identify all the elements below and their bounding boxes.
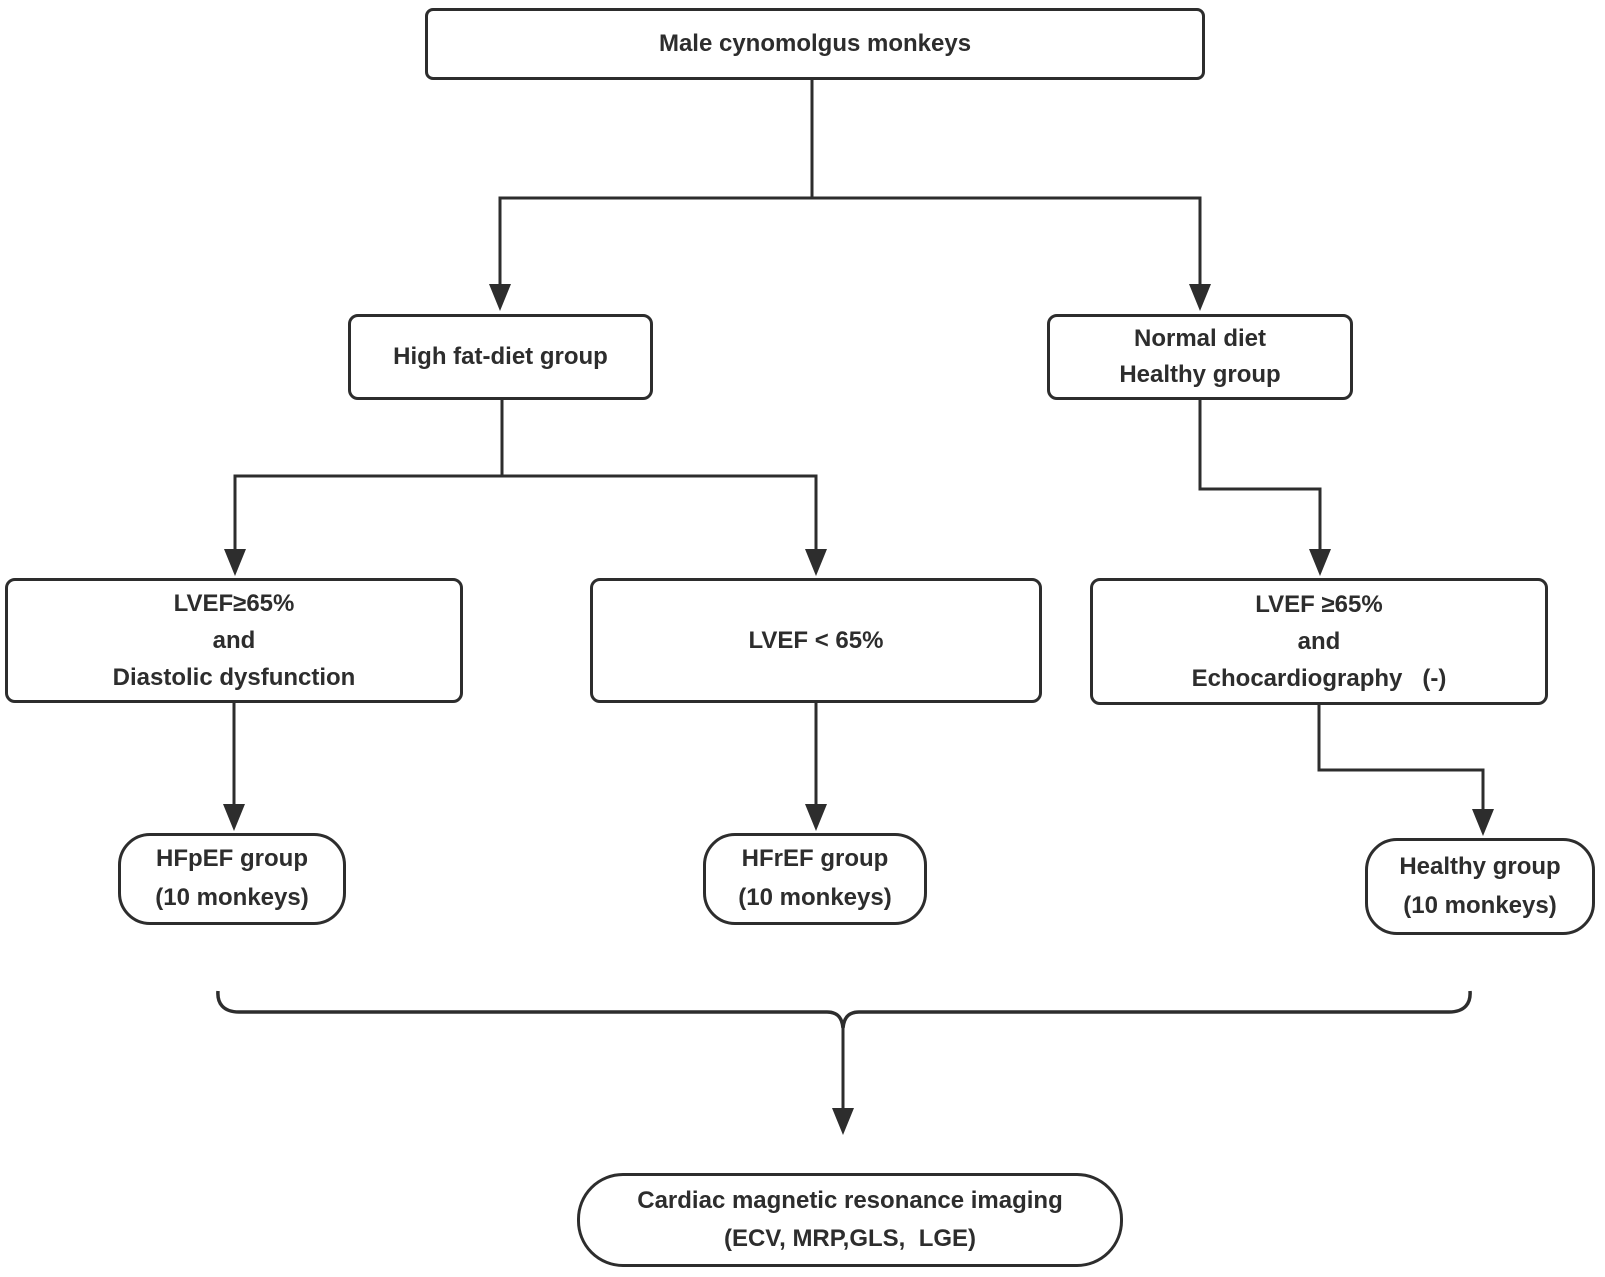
arrowhead-to-lvefdd (224, 549, 246, 576)
node-label: HFrEF group (10 monkeys) (738, 845, 892, 911)
node-lvef-echocardiography-negative: LVEF ≥65% and Echocardiography (-) (1090, 578, 1548, 705)
node-label: LVEF ≥65% and Echocardiography (-) (1191, 590, 1447, 693)
connector-highfat-split (233, 474, 818, 551)
arrowhead-to-hfref (805, 804, 827, 831)
connector-lvefecho-to-healthy (1317, 705, 1485, 811)
node-cardiac-mri: Cardiac magnetic resonance imaging (ECV,… (577, 1173, 1123, 1267)
node-label: Cardiac magnetic resonance imaging (ECV,… (637, 1186, 1063, 1252)
node-hfref-group: HFrEF group (10 monkeys) (703, 833, 927, 925)
arrowhead-to-healthy (1472, 809, 1494, 836)
node-label: Male cynomolgus monkeys (658, 30, 972, 57)
node-male-cynomolgus-monkeys: Male cynomolgus monkeys (425, 8, 1205, 80)
node-hfpef-group: HFpEF group (10 monkeys) (118, 833, 346, 925)
node-healthy-group: Healthy group (10 monkeys) (1365, 838, 1595, 935)
arrowhead-to-lveflt (805, 549, 827, 576)
node-high-fat-diet-group: High fat-diet group (348, 314, 653, 400)
node-label: LVEF≥65% and Diastolic dysfunction (112, 589, 356, 692)
connector-normaldiet-elbow (1198, 400, 1322, 551)
arrowhead-to-normaldiet (1189, 284, 1211, 311)
node-label: Healthy group (10 monkeys) (1399, 852, 1561, 919)
brace-gather (216, 990, 1472, 1029)
node-label: High fat-diet group (393, 343, 608, 370)
node-lvef-reduced: LVEF < 65% (590, 578, 1042, 703)
node-label: HFpEF group (10 monkeys) (155, 845, 309, 911)
node-label: Normal diet Healthy group (1119, 325, 1281, 388)
arrowhead-to-lvefecho (1309, 549, 1331, 576)
arrowhead-to-hfpef (223, 804, 245, 831)
node-lvef-preserved-diastolic-dysfunction: LVEF≥65% and Diastolic dysfunction (5, 578, 463, 703)
arrowhead-to-highfat (489, 284, 511, 311)
node-normal-diet-healthy-group: Normal diet Healthy group (1047, 314, 1353, 400)
node-label: LVEF < 65% (748, 626, 884, 654)
arrowhead-to-cmr (832, 1108, 854, 1135)
connector-root-split (498, 196, 1202, 286)
